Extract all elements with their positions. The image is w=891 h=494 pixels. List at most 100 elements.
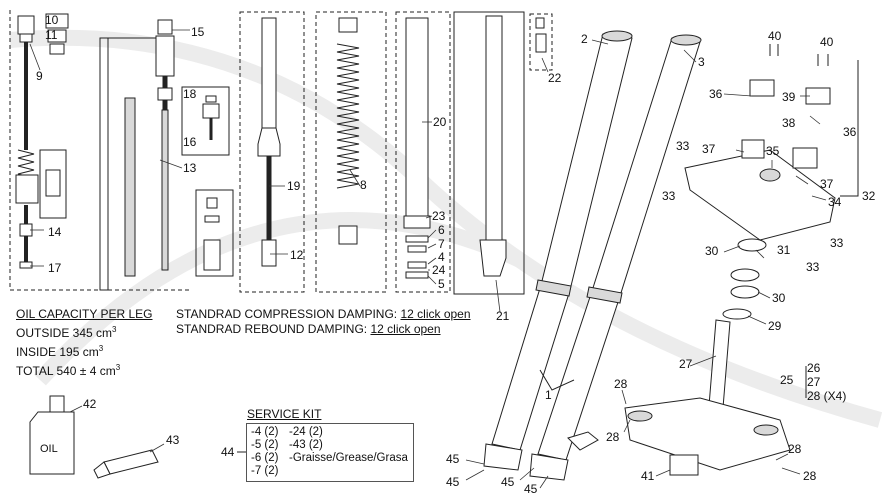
oil-outside-text: OUTSIDE 345 cm xyxy=(16,326,113,340)
bracket-32 xyxy=(840,60,859,197)
callout-33b: 33 xyxy=(662,189,676,203)
callout-35: 35 xyxy=(766,144,780,158)
oil-capacity-block: OIL CAPACITY PER LEG OUTSIDE 345 cm3 INS… xyxy=(16,307,153,379)
callout-21: 21 xyxy=(496,309,510,323)
compression-label: STANDRAD COMPRESSION DAMPING: xyxy=(176,307,398,321)
callout-14: 14 xyxy=(48,225,62,239)
spring-panel xyxy=(315,11,387,293)
callout-30a: 30 xyxy=(705,244,719,258)
callout-36a: 36 xyxy=(709,87,723,101)
slider-panel xyxy=(453,11,553,295)
outer-tube-panel xyxy=(395,11,451,293)
callout-27: 27 xyxy=(807,375,821,389)
callout-43: 43 xyxy=(166,433,180,447)
rebound-label: STANDRAD REBOUND DAMPING: xyxy=(176,322,368,336)
service-kit-title: SERVICE KIT xyxy=(247,407,322,421)
rebound-damping: STANDRAD REBOUND DAMPING: 12 click open xyxy=(176,322,471,337)
callout-9: 9 xyxy=(36,69,43,83)
kit-item: -4 (2) xyxy=(251,426,279,438)
oil-bottle xyxy=(29,395,75,475)
callout-23: 23 xyxy=(432,209,446,223)
callout-5: 5 xyxy=(438,277,445,291)
callout-19: 19 xyxy=(287,179,301,193)
callout-3: 3 xyxy=(698,55,705,69)
piston-box xyxy=(195,189,234,277)
callout-42: 42 xyxy=(83,397,97,411)
callout-25: 25 xyxy=(780,373,794,387)
callout-44: 44 xyxy=(221,445,235,459)
callout-45a: 45 xyxy=(446,452,460,466)
oil-total: TOTAL 540 ± 4 cm3 xyxy=(16,360,153,379)
callout-33a: 33 xyxy=(676,139,690,153)
callout-6: 6 xyxy=(438,223,445,237)
callout-31: 31 xyxy=(777,243,791,257)
callout-15: 15 xyxy=(191,25,205,39)
inner-tube-panel xyxy=(239,11,305,293)
callout-29: 29 xyxy=(768,319,782,333)
oil-bottle-label: OIL xyxy=(40,443,58,455)
compression-damping: STANDRAD COMPRESSION DAMPING: 12 click o… xyxy=(176,307,471,322)
callout-17: 17 xyxy=(48,261,62,275)
callout-28a: 28 xyxy=(614,377,628,391)
callout-41: 41 xyxy=(641,469,655,483)
callout-34: 34 xyxy=(828,195,842,209)
callout-28c: 28 xyxy=(788,442,802,456)
callout-45c: 45 xyxy=(501,475,515,489)
steering-bearings xyxy=(722,238,767,320)
callout-33c: 33 xyxy=(830,236,844,250)
callout-24: 24 xyxy=(432,263,446,277)
damping-block: STANDRAD COMPRESSION DAMPING: 12 click o… xyxy=(176,307,471,337)
oil-inside-text: INSIDE 195 cm xyxy=(16,345,99,359)
oil-total-text: TOTAL 540 ± 4 cm xyxy=(16,364,116,378)
callout-13: 13 xyxy=(183,161,197,175)
oil-outside: OUTSIDE 345 cm3 xyxy=(16,322,153,341)
top-clamp xyxy=(684,44,836,241)
kit-item: -6 (2) xyxy=(251,452,279,464)
callout-12: 12 xyxy=(290,248,304,262)
callout-4: 4 xyxy=(438,250,445,264)
callout-45b: 45 xyxy=(446,475,460,489)
callout-7: 7 xyxy=(438,237,445,251)
service-kit-box: -4 (2) -5 (2) -6 (2) -7 (2) -24 (2) -43 … xyxy=(246,423,414,482)
kit-item: -24 (2) xyxy=(289,426,323,438)
valve-box xyxy=(181,86,230,156)
kit-item: -7 (2) xyxy=(251,465,279,477)
callout-39: 39 xyxy=(782,90,796,104)
callout-30b: 30 xyxy=(772,291,786,305)
callout-11: 11 xyxy=(45,28,58,42)
oil-inside-exp: 3 xyxy=(98,344,104,353)
callout-1: 1 xyxy=(545,388,552,402)
callout-16: 16 xyxy=(183,135,197,149)
rebound-value: 12 click open xyxy=(370,322,441,336)
callout-28d: 28 xyxy=(803,469,817,483)
callout-8: 8 xyxy=(360,178,367,192)
callout-26: 26 xyxy=(807,361,821,375)
assembled-fork-right xyxy=(529,34,702,481)
kit-col-1: -4 (2) -5 (2) -6 (2) -7 (2) xyxy=(251,426,278,478)
kit-item: -Graisse/Grease/Grasa xyxy=(289,452,408,464)
callout-40a: 40 xyxy=(768,29,782,43)
callout-37b: 37 xyxy=(820,177,834,191)
callout-40b: 40 xyxy=(820,35,834,49)
compression-value: 12 click open xyxy=(400,307,471,321)
kit-item: -43 (2) xyxy=(289,439,323,451)
oil-outside-exp: 3 xyxy=(112,325,117,334)
kit-item: -5 (2) xyxy=(251,439,279,451)
bottom-clamp xyxy=(624,319,791,476)
callout-27a: 27 xyxy=(679,357,693,371)
callout-45d: 45 xyxy=(524,482,538,494)
callout-36b: 36 xyxy=(843,125,857,139)
leader-lines xyxy=(29,29,827,489)
callout-2: 2 xyxy=(581,32,588,46)
grease-tube xyxy=(93,449,159,479)
callout-28x4: 28 (X4) xyxy=(807,389,847,403)
callout-28b: 28 xyxy=(606,430,620,444)
oil-total-exp: 3 xyxy=(115,363,121,372)
callout-10: 10 xyxy=(45,13,59,27)
oil-inside: INSIDE 195 cm3 xyxy=(16,341,153,360)
assembled-fork-left xyxy=(483,30,633,471)
callout-22: 22 xyxy=(548,71,562,85)
callout-38: 38 xyxy=(782,116,796,130)
